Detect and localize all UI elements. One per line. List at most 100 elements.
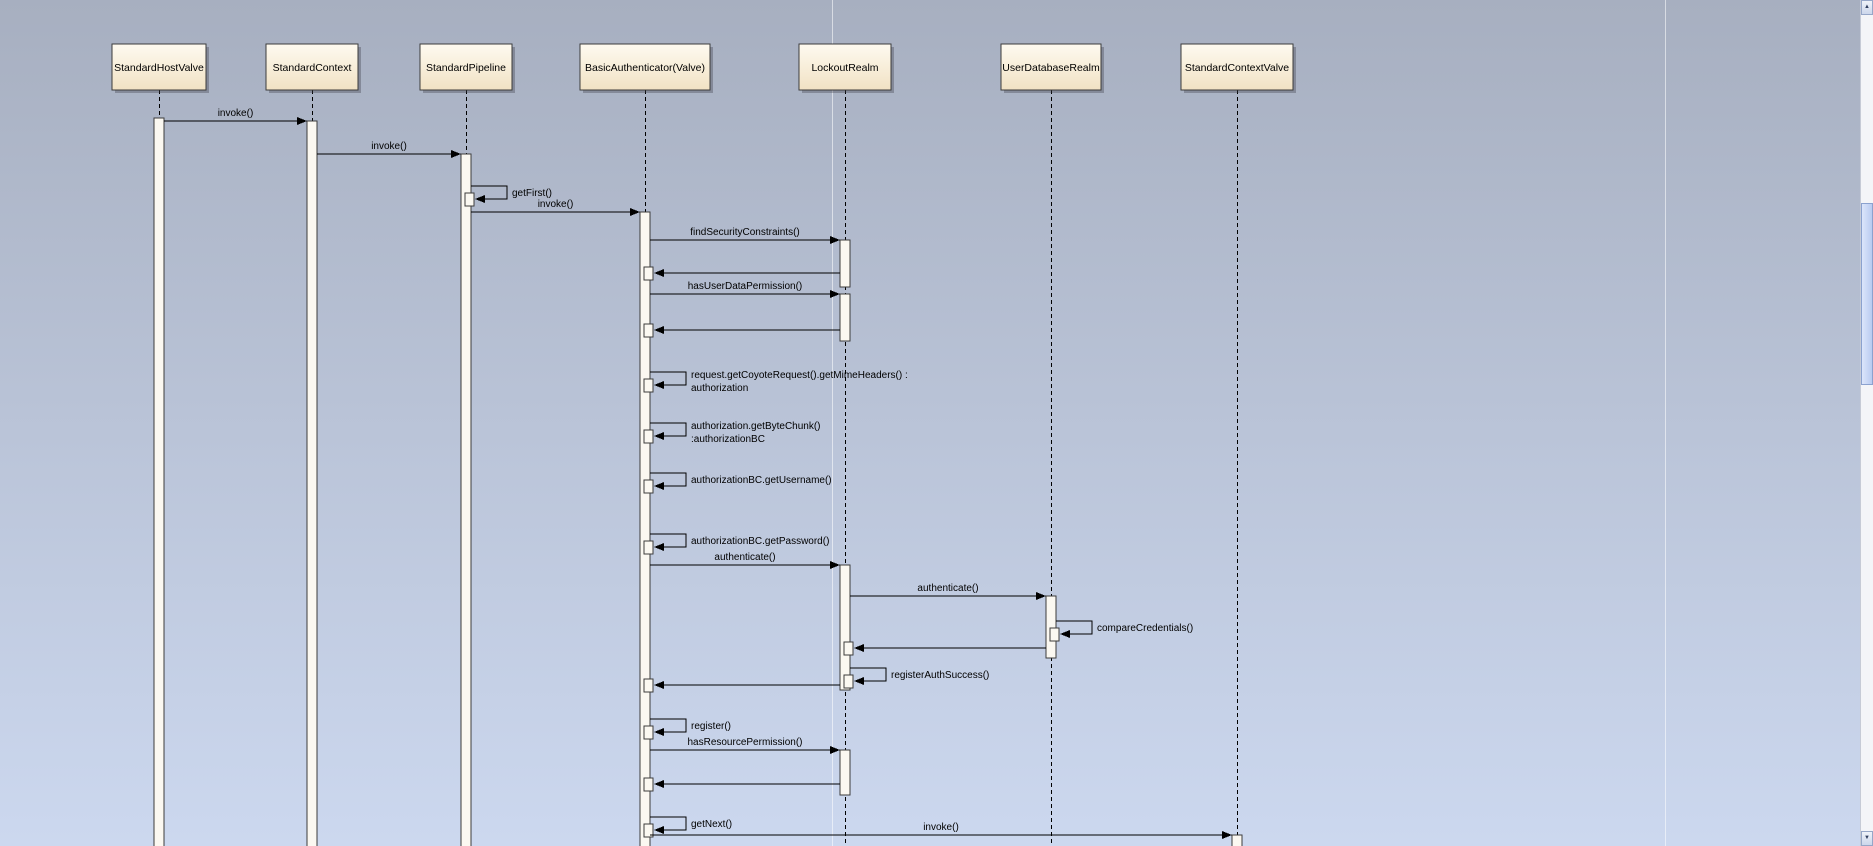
call-message[interactable]: authenticate() xyxy=(850,583,1046,600)
message-label: compareCredentials() xyxy=(1097,623,1193,634)
nested-activation[interactable] xyxy=(643,266,654,281)
arrowhead-icon xyxy=(654,826,664,834)
self-message[interactable]: authorizationBC.getPassword() xyxy=(650,533,829,551)
self-message[interactable]: authorization.getByteChunk() :authorizati… xyxy=(650,421,821,445)
nested-activation[interactable] xyxy=(643,540,654,555)
nested-activation[interactable] xyxy=(1049,627,1060,642)
participant-head[interactable] xyxy=(265,43,359,91)
self-message[interactable]: registerAuthSuccess() xyxy=(850,667,989,685)
participant-head[interactable] xyxy=(1000,43,1102,91)
arrowhead-icon xyxy=(1222,831,1232,839)
message-label: authorization.getByteChunk() xyxy=(691,421,821,432)
participant-name: LockoutRealm xyxy=(811,62,878,74)
nested-activation[interactable] xyxy=(643,678,654,693)
call-message[interactable]: invoke() xyxy=(471,199,640,216)
arrowhead-icon xyxy=(830,236,840,244)
arrowhead-icon xyxy=(854,644,864,652)
arrowhead-icon xyxy=(654,381,664,389)
arrowhead-icon xyxy=(654,269,664,277)
arrowhead-icon xyxy=(654,432,664,440)
call-message[interactable]: hasResourcePermission() xyxy=(650,737,840,754)
participant-name: StandardContextValve xyxy=(1185,62,1289,74)
return-message[interactable] xyxy=(654,269,840,277)
scroll-up-button[interactable]: ▲ xyxy=(1861,0,1873,15)
message-label: invoke() xyxy=(218,108,254,119)
scroll-down-icon: ▼ xyxy=(1864,835,1870,841)
self-message[interactable]: getNext() xyxy=(650,816,732,834)
self-message[interactable]: request.getCoyoteRequest().getMimeHeader… xyxy=(650,370,908,394)
participant-head[interactable] xyxy=(111,43,207,91)
participant-name: UserDatabaseRealm xyxy=(1002,62,1100,74)
participant-head[interactable] xyxy=(1180,43,1294,91)
return-message[interactable] xyxy=(654,681,840,689)
arrowhead-icon xyxy=(630,208,640,216)
scrollbar-thumb[interactable] xyxy=(1861,203,1873,385)
message-label: hasResourcePermission() xyxy=(687,737,802,748)
return-message[interactable] xyxy=(854,644,1046,652)
arrowhead-icon xyxy=(1036,592,1046,600)
nested-activation[interactable] xyxy=(643,323,654,338)
message-label: authorizationBC.getUsername() xyxy=(691,475,832,486)
scroll-up-icon: ▲ xyxy=(1864,4,1870,10)
arrowhead-icon xyxy=(830,290,840,298)
nested-activation[interactable] xyxy=(643,725,654,740)
message-label: register() xyxy=(691,721,731,732)
message-label: authorization xyxy=(691,383,748,394)
scroll-down-button[interactable]: ▼ xyxy=(1861,831,1873,846)
activation-bar[interactable] xyxy=(839,239,851,288)
participant-head[interactable] xyxy=(579,43,711,91)
message-label: :authorizationBC xyxy=(691,434,765,445)
vertical-scrollbar[interactable]: ▲ ▼ xyxy=(1860,0,1873,846)
nested-activation[interactable] xyxy=(843,674,854,689)
activation-bar[interactable] xyxy=(153,117,165,846)
nested-activation[interactable] xyxy=(643,429,654,444)
activation-bar[interactable] xyxy=(1231,834,1243,846)
call-message[interactable]: invoke() xyxy=(164,108,307,125)
nested-activation[interactable] xyxy=(643,479,654,494)
arrowhead-icon xyxy=(1060,630,1070,638)
nested-activation[interactable] xyxy=(643,777,654,792)
message-label: invoke() xyxy=(371,141,407,152)
nested-activation[interactable] xyxy=(843,641,854,656)
arrowhead-icon xyxy=(654,326,664,334)
return-message[interactable] xyxy=(654,780,840,788)
self-message[interactable]: getFirst() xyxy=(471,185,552,203)
participant-head[interactable] xyxy=(798,43,892,91)
activation-bar[interactable] xyxy=(839,749,851,796)
activation-bar[interactable] xyxy=(460,153,472,846)
participant-name: StandardPipeline xyxy=(426,62,506,74)
activation-bar[interactable] xyxy=(1045,595,1057,659)
message-label: hasUserDataPermission() xyxy=(688,281,802,292)
call-message[interactable]: invoke() xyxy=(650,822,1232,839)
return-message[interactable] xyxy=(654,326,840,334)
message-label: registerAuthSuccess() xyxy=(891,670,989,681)
call-message[interactable]: authenticate() xyxy=(650,552,840,569)
nested-activation[interactable] xyxy=(643,378,654,393)
arrowhead-icon xyxy=(830,746,840,754)
message-label: authenticate() xyxy=(714,552,775,563)
nested-activation[interactable] xyxy=(643,823,654,838)
self-message[interactable]: authorizationBC.getUsername() xyxy=(650,472,832,490)
call-message[interactable]: findSecurityConstraints() xyxy=(650,227,840,244)
activation-bar[interactable] xyxy=(839,564,851,691)
participant-head[interactable] xyxy=(419,43,513,91)
arrowhead-icon xyxy=(830,561,840,569)
arrowhead-icon xyxy=(297,117,307,125)
arrowhead-icon xyxy=(854,677,864,685)
message-label: findSecurityConstraints() xyxy=(690,227,799,238)
nested-activation[interactable] xyxy=(464,192,475,207)
call-message[interactable]: invoke() xyxy=(317,141,461,158)
message-label: authorizationBC.getPassword() xyxy=(691,536,829,547)
activation-bar[interactable] xyxy=(839,293,851,342)
self-message[interactable]: compareCredentials() xyxy=(1056,620,1193,638)
message-label: getNext() xyxy=(691,819,732,830)
call-message[interactable]: hasUserDataPermission() xyxy=(650,281,840,298)
arrowhead-icon xyxy=(654,543,664,551)
self-message[interactable]: register() xyxy=(650,718,731,736)
message-label: getFirst() xyxy=(512,188,552,199)
activation-bar[interactable] xyxy=(306,120,318,846)
arrowhead-icon xyxy=(654,728,664,736)
activation-bar[interactable] xyxy=(639,211,651,846)
